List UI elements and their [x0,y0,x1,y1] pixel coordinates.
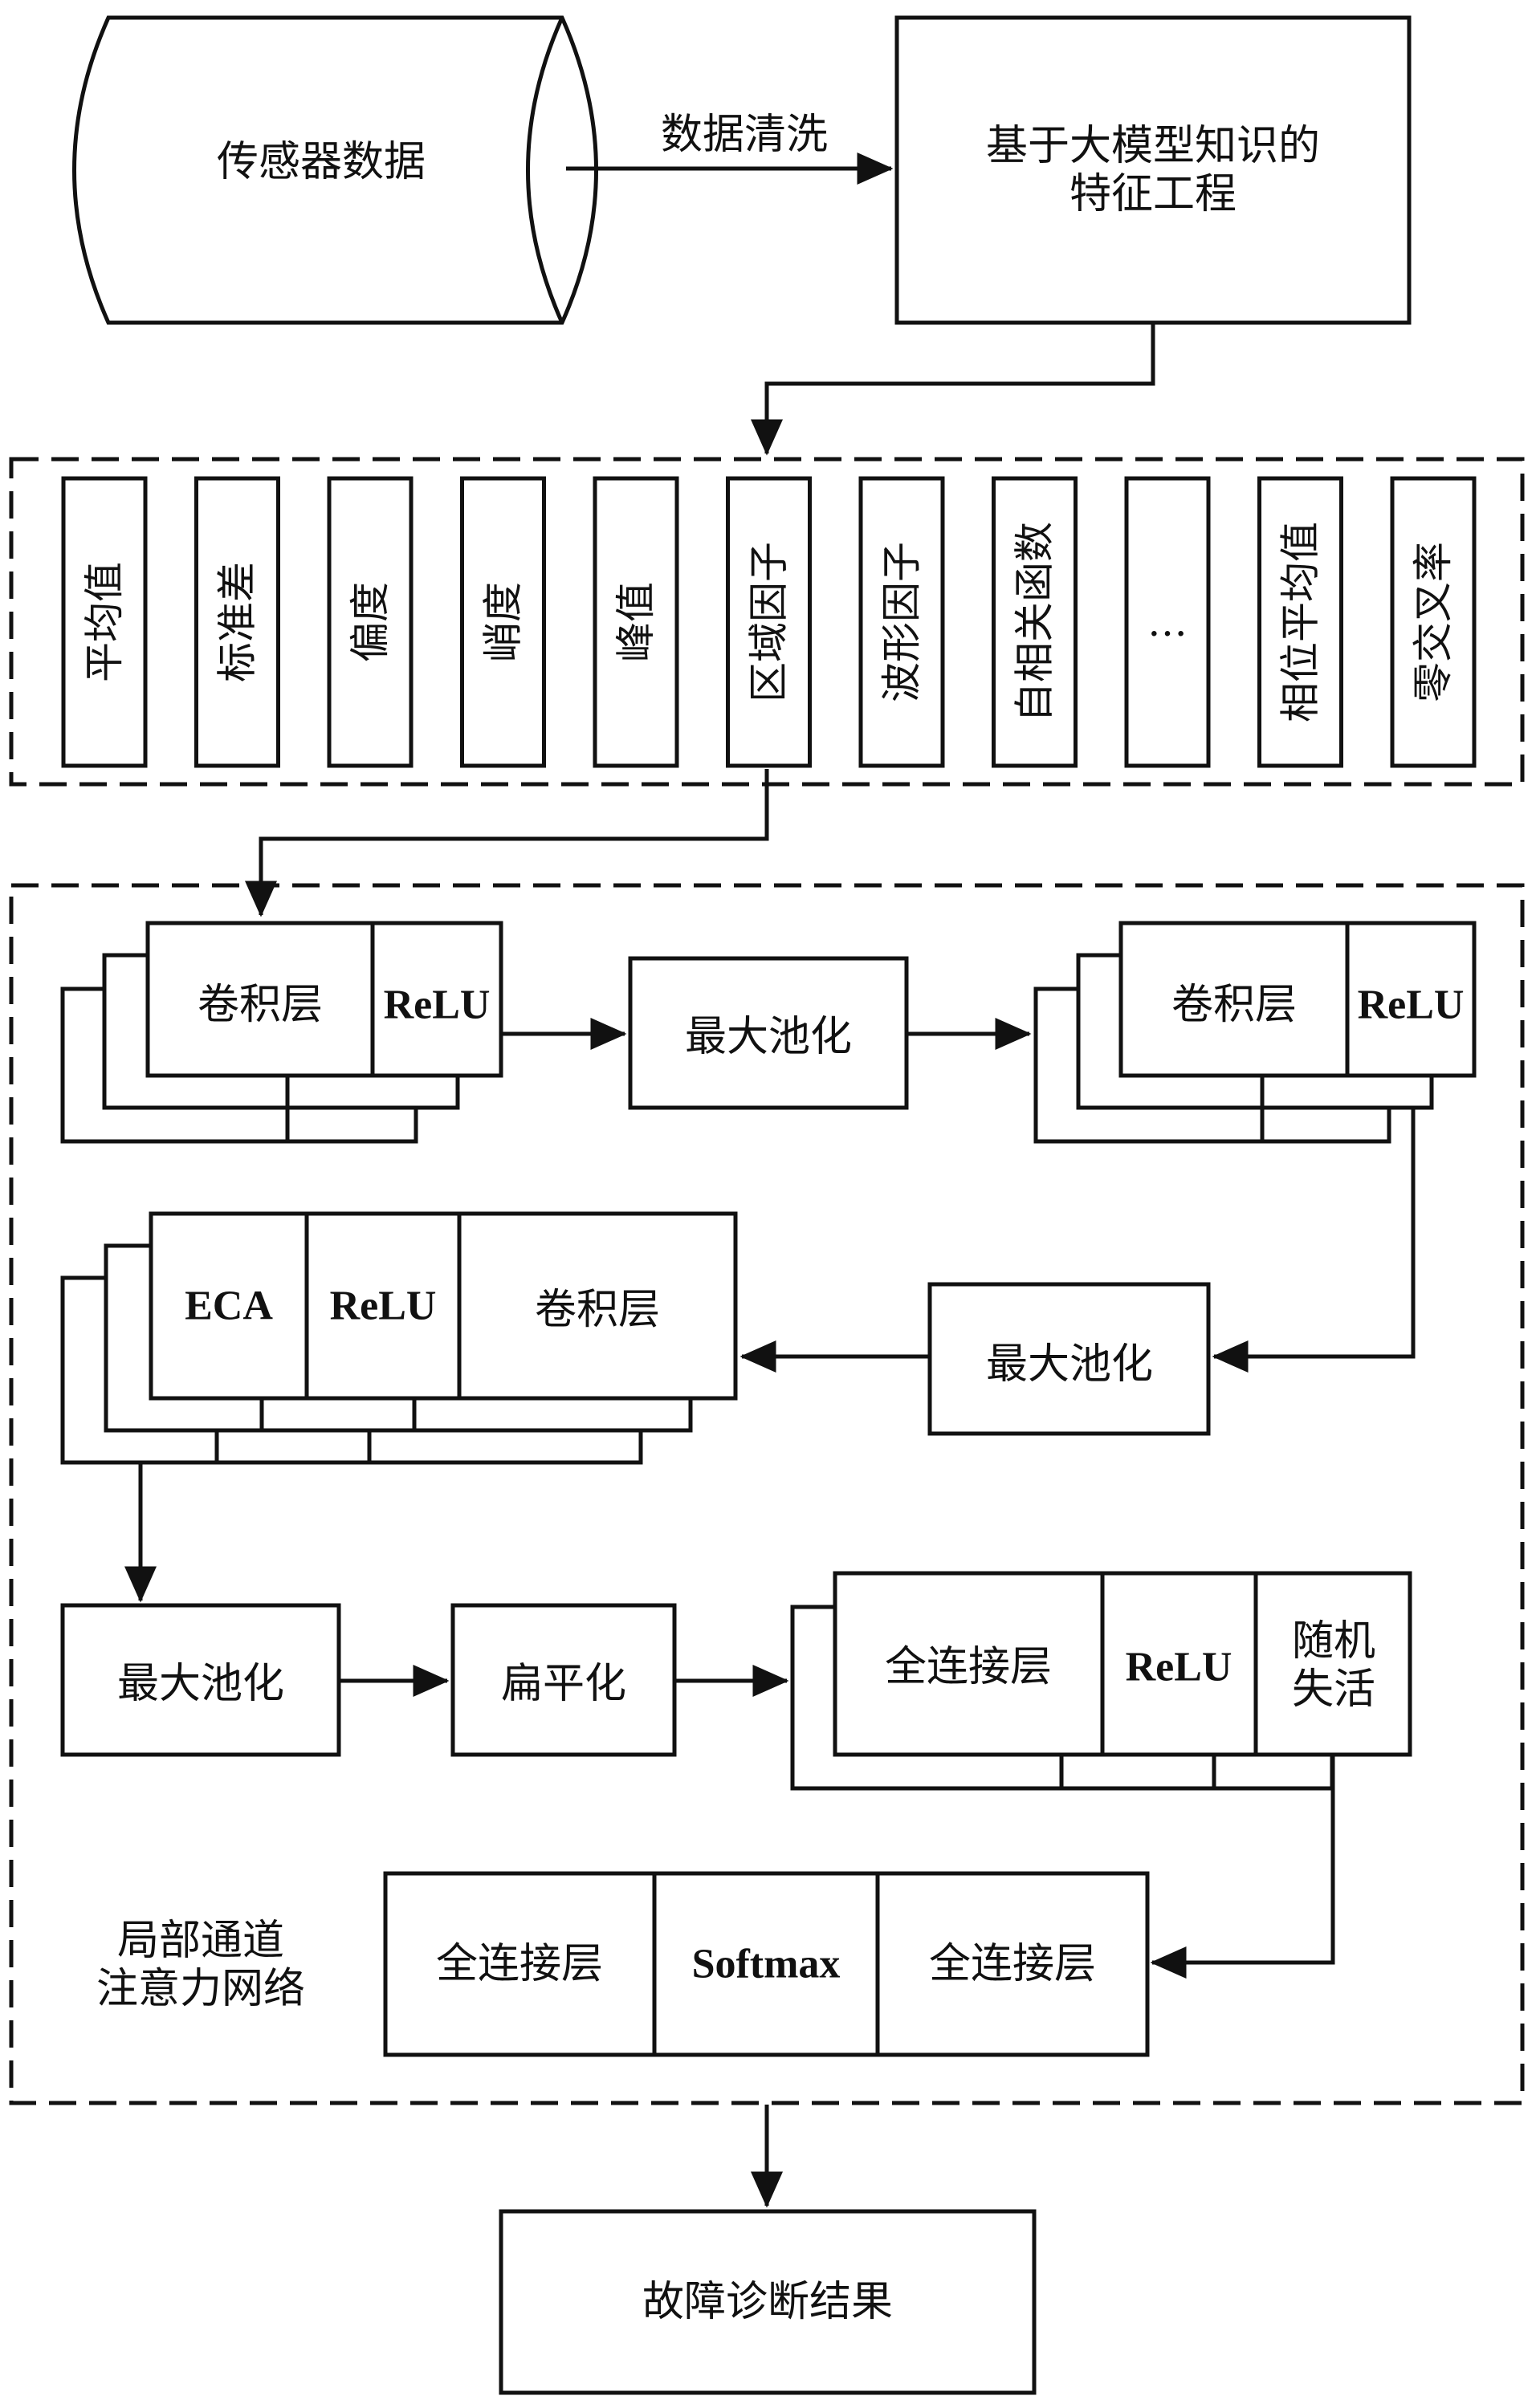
feature-list: 平均值 标准差 偏度 峭度 峰值 区域因子 波形因子 自相关函数 … 相位平均值 零交叉率 [61,476,1477,768]
pool1-label: 最大池化 [685,1013,852,1061]
arrow-to-network [245,769,769,917]
fc-softmax-fc-block: 全连接层 Softmax 全连接层 [383,1871,1150,2057]
fc-relu-dropout-block: 全连接层 ReLU 随机 失活 [790,1571,1412,1791]
flatten-label: 扁平化 [501,1660,626,1708]
feature-box [460,476,546,768]
block4-fc-label: 全连接层 [885,1643,1052,1691]
conv-relu-block-2: 卷积层 ReLU [1033,921,1477,1144]
feature-engineering-node: 基于大模型知识的 特征工程 [894,15,1412,325]
block4-dropout-line1: 随机 [1292,1617,1375,1666]
feature-label: 峭度 [480,582,527,662]
output-softmax-label: Softmax [692,1942,841,1987]
feature-label: 标准差 [214,562,261,682]
arrow-block4-to-output [1150,1756,1335,1979]
feature-label: 零交叉率 [1410,542,1457,702]
feature-box [726,476,812,768]
feature-label: 自相关函数 [1012,522,1058,722]
data-cleaning-label: 数据清洗 [661,111,828,159]
output-fc1-label: 全连接层 [436,1940,603,1988]
max-pool-3: 最大池化 [60,1603,341,1757]
feature-engineering-line2: 特征工程 [1069,170,1237,218]
eca-relu-conv-block: ECA ReLU 卷积层 [60,1211,738,1465]
block2-conv-label: 卷积层 [1171,981,1297,1029]
block4-relu-label: ReLU [1126,1645,1232,1690]
feature-box [593,476,679,768]
max-pool-1: 最大池化 [628,956,909,1110]
feature-label: … [1147,599,1188,645]
feature-label: 峰值 [613,582,659,662]
pool3-label: 最大池化 [117,1660,284,1708]
feature-box [858,476,945,768]
feature-box [1390,476,1477,768]
block3-eca-label: ECA [185,1283,273,1329]
block4-dropout-line2: 失活 [1292,1666,1375,1714]
feature-label: 波形因子 [878,542,925,702]
block1-relu-label: ReLU [384,982,491,1028]
flatten-node: 扁平化 [450,1603,677,1757]
arrow-to-features [751,324,1155,456]
result-label: 故障诊断结果 [642,2278,893,2326]
feature-label: 相位平均值 [1277,522,1324,722]
block3-relu-label: ReLU [330,1283,437,1329]
feature-box [1124,476,1211,768]
output-fc2-label: 全连接层 [929,1940,1096,1988]
pool2-label: 最大池化 [986,1340,1153,1389]
feature-box [992,476,1078,768]
sensor-data-label: 传感器数据 [217,138,426,186]
feature-label: 区域因子 [746,542,792,702]
feature-label: 平均值 [81,562,128,682]
block3-conv-label: 卷积层 [535,1286,660,1334]
block2-relu-label: ReLU [1358,982,1465,1028]
fault-diagnosis-result-node: 故障诊断结果 [499,2209,1037,2395]
feature-box [327,476,414,768]
feature-box [1257,476,1343,768]
feature-label: 偏度 [347,582,393,662]
max-pool-2: 最大池化 [927,1282,1211,1436]
network-label-line1: 局部通道 [117,1917,284,1965]
feature-box [194,476,280,768]
block1-conv-label: 卷积层 [198,981,323,1029]
network-label-line2: 注意力网络 [96,1965,305,2013]
feature-box [61,476,148,768]
arrow-block2-to-pool2 [1212,1109,1416,1373]
sensor-data-node: 传感器数据 [72,15,598,325]
conv-relu-block-1: 卷积层 ReLU [60,921,503,1144]
feature-engineering-line1: 基于大模型知识的 [986,122,1320,170]
